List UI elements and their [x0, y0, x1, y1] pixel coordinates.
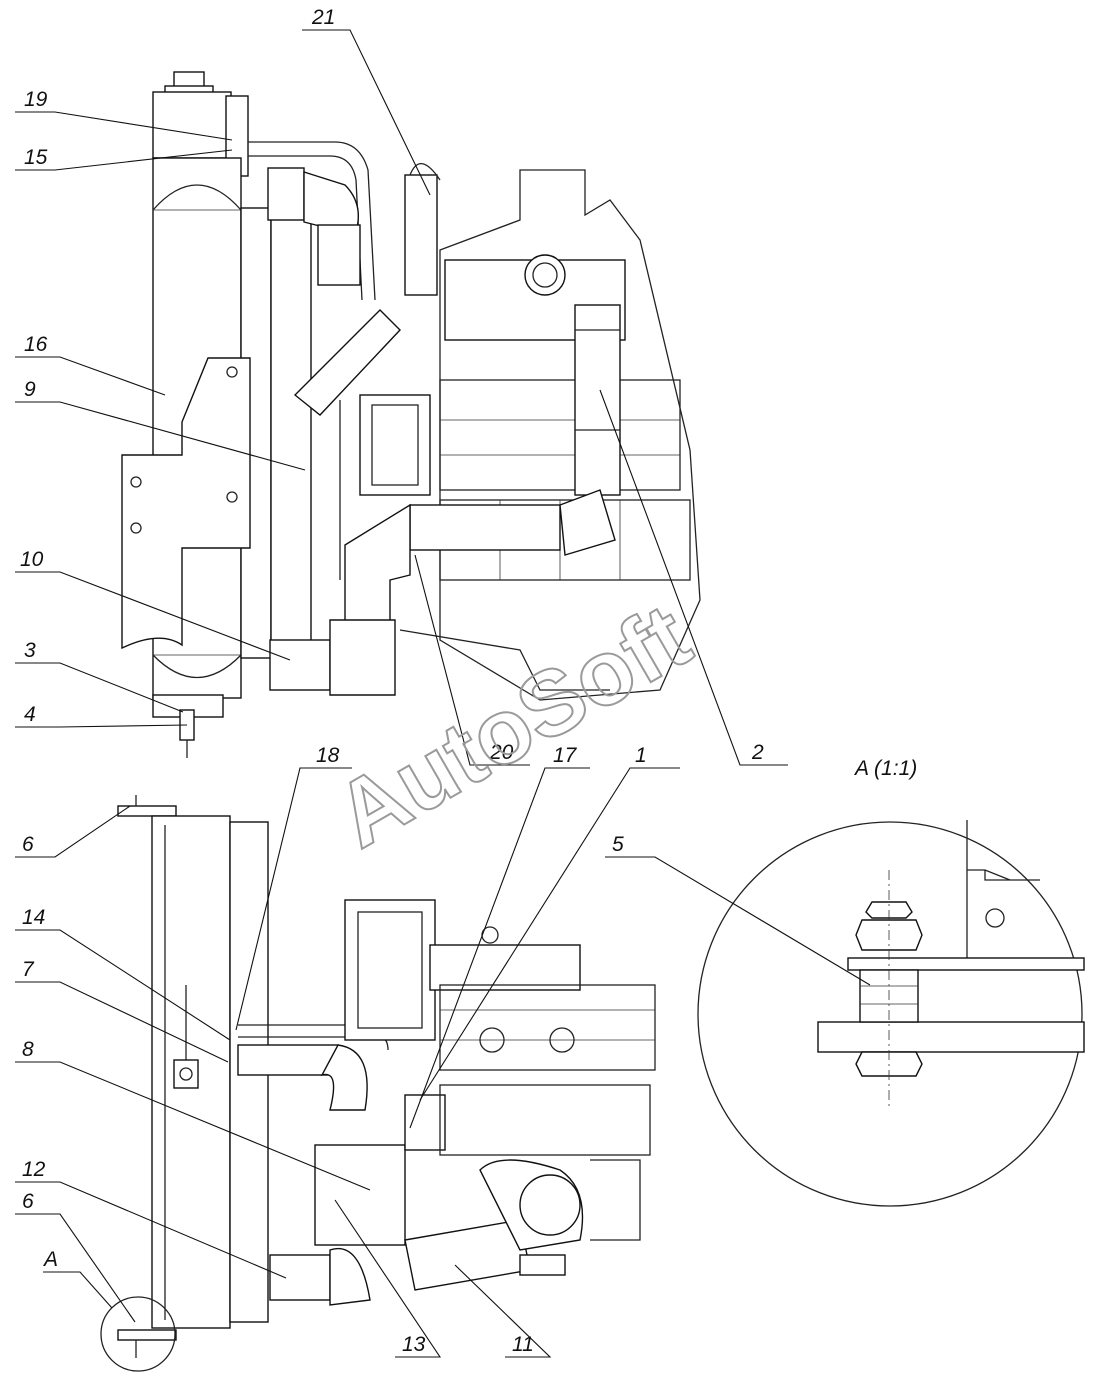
callout-5: 5 [612, 833, 624, 856]
radiator-side-bracket [121, 357, 251, 650]
callout-13: 13 [402, 1333, 426, 1356]
callout-9: 9 [24, 378, 36, 401]
callout-6-top: 6 [22, 833, 34, 856]
leader-lines [15, 29, 871, 1358]
callout-labels: 21 19 15 16 9 10 3 4 20 2 18 17 1 6 14 7… [20, 6, 917, 1356]
top-view [121, 71, 701, 758]
upper-coolant-pipes [248, 141, 441, 301]
callout-15: 15 [24, 146, 48, 169]
fan-pulley-top [339, 394, 431, 580]
callout-4: 4 [24, 703, 36, 726]
callout-2: 2 [751, 741, 764, 764]
detail-a-title: A (1:1) [853, 757, 917, 780]
engine-side-bottom [344, 899, 656, 1276]
callout-3: 3 [24, 639, 36, 662]
bottom-coolant-pipes [237, 1024, 531, 1306]
detail-a-marker [100, 1296, 176, 1372]
callout-a: A [42, 1248, 58, 1271]
callout-6-bottom: 6 [22, 1190, 34, 1213]
radiator-top [152, 71, 249, 177]
callout-18: 18 [316, 744, 340, 767]
callout-17: 17 [553, 744, 578, 767]
callout-12: 12 [22, 1158, 46, 1181]
detail-a-view [697, 820, 1085, 1207]
callout-10: 10 [20, 548, 44, 571]
callout-11: 11 [512, 1333, 534, 1356]
callout-21: 21 [311, 6, 335, 29]
charge-air-pipe [269, 309, 616, 696]
callout-19: 19 [24, 88, 48, 111]
drain-valve [173, 985, 199, 1089]
callout-8: 8 [22, 1038, 34, 1061]
callout-20: 20 [489, 741, 514, 764]
callout-1: 1 [635, 744, 647, 767]
bottom-view [117, 795, 656, 1358]
callout-16: 16 [24, 333, 48, 356]
callout-14: 14 [22, 906, 45, 929]
callout-7: 7 [22, 958, 35, 981]
